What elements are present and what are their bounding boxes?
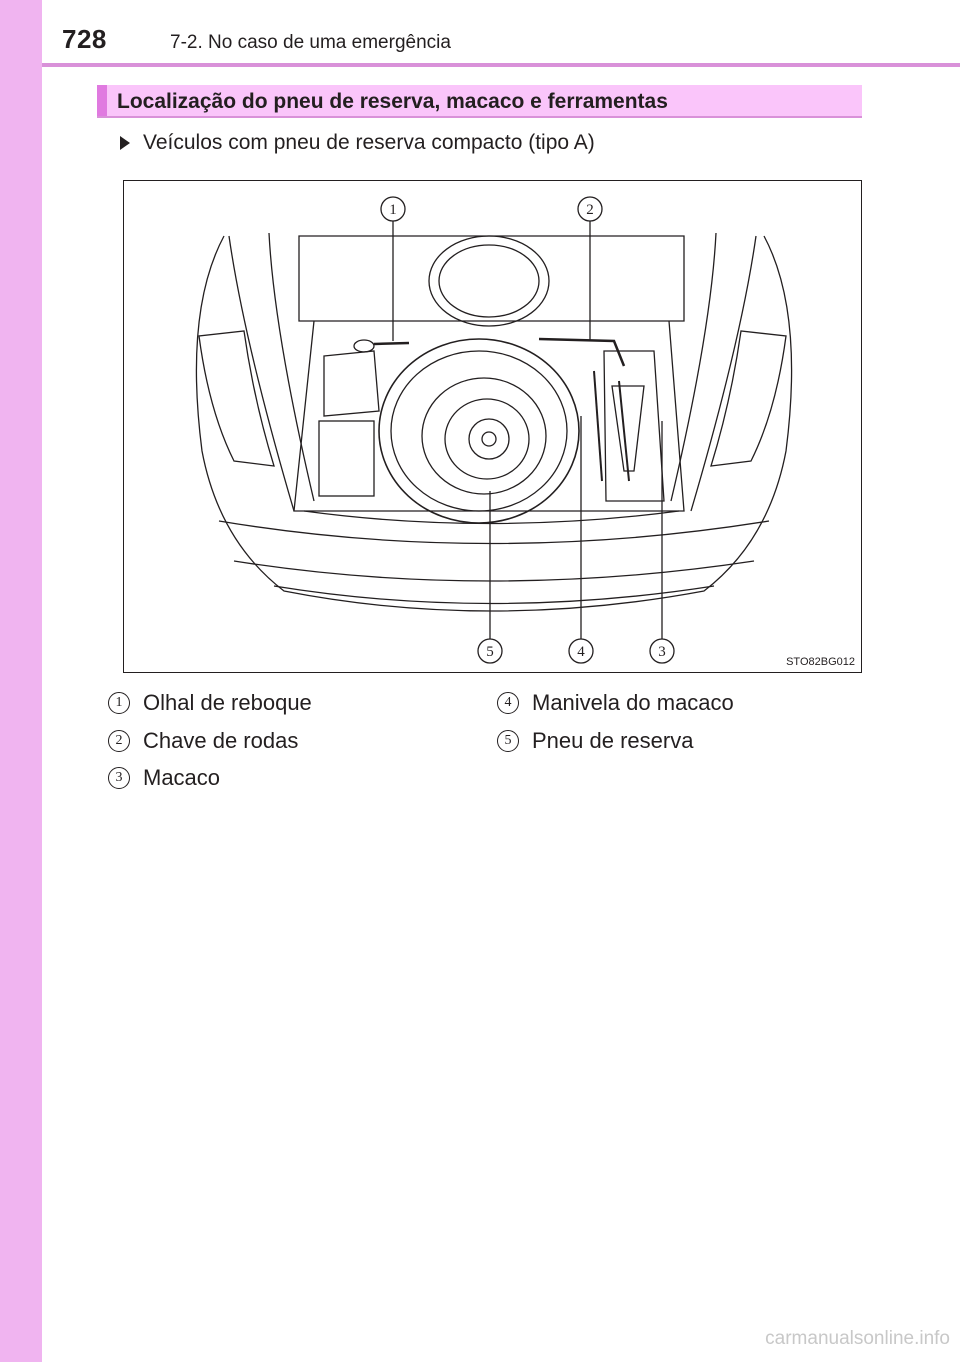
section-bar: Localização do pneu de reserva, macaco e… [97,85,862,118]
side-tab [0,0,42,1362]
subheading: Veículos com pneu de reserva compacto (t… [120,131,595,155]
bullet-triangle-icon [120,136,130,150]
legend-item-1: 1 Olhal de reboque [108,690,312,716]
legend-label: Olhal de reboque [143,690,312,715]
legend-num-badge: 5 [497,730,519,752]
chapter-title: 7-2. No caso de uma emergência [170,32,451,53]
callout-3: 3 [658,644,666,660]
legend-item-4: 4 Manivela do macaco [497,690,734,716]
section-accent [97,85,107,116]
legend-item-3: 3 Macaco [108,765,220,791]
legend-num-badge: 4 [497,692,519,714]
page-number: 728 [62,24,107,54]
legend-num-badge: 3 [108,767,130,789]
legend-item-2: 2 Chave de rodas [108,728,298,754]
section-title: Localização do pneu de reserva, macaco e… [117,90,668,113]
callout-4: 4 [577,644,585,660]
legend-label: Chave de rodas [143,728,299,753]
legend-label: Pneu de reserva [532,728,694,753]
subheading-text: Veículos com pneu de reserva compacto (t… [143,131,595,154]
callout-1: 1 [389,202,397,218]
callout-5: 5 [486,644,494,660]
legend-label: Manivela do macaco [532,690,734,715]
legend-item-5: 5 Pneu de reserva [497,728,693,754]
legend-label: Macaco [143,765,221,790]
trunk-illustration: 1 2 3 4 5 STO82BG012 [123,180,862,673]
legend-num-badge: 2 [108,730,130,752]
legend-num-badge: 1 [108,692,130,714]
header-rule [42,63,960,67]
watermark: carmanualsonline.info [765,1328,950,1349]
figure-code: STO82BG012 [786,656,855,668]
trunk-drawing: 1 2 3 4 5 [195,196,793,664]
callout-2: 2 [586,202,594,218]
